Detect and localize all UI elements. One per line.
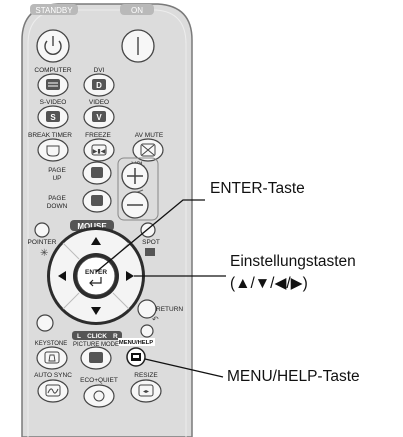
menu-help-strip: [118, 338, 155, 346]
eco-quiet-label: ECO+QUIET: [80, 377, 118, 384]
picture-mode-label: PICTURE MODE: [73, 342, 119, 348]
keystone-button[interactable]: [36, 346, 68, 370]
freeze-button[interactable]: ▶▮◀: [83, 138, 115, 162]
page-up-label-2: UP: [52, 175, 61, 182]
spot-icon: [145, 248, 155, 256]
return-label: RETURN: [156, 306, 183, 313]
freeze-icon: ▶▮◀: [93, 148, 106, 155]
right-click-button[interactable]: [140, 324, 154, 338]
menu-help-button[interactable]: [126, 347, 146, 367]
auto-sync-label: AUTO SYNC: [34, 372, 72, 379]
return-button[interactable]: [137, 299, 157, 319]
pointer-button[interactable]: [34, 222, 50, 238]
av-mute-icon: [141, 144, 155, 156]
left-click-button[interactable]: [36, 314, 54, 332]
enter-callout-line: [95, 199, 205, 273]
page-down-button[interactable]: [82, 189, 112, 213]
computer-icon: [46, 79, 60, 90]
on-button[interactable]: [121, 29, 155, 63]
auto-sync-icon: [47, 388, 59, 394]
click-r: R: [113, 333, 118, 340]
av-mute-button[interactable]: [132, 138, 164, 162]
computer-button[interactable]: [37, 73, 69, 97]
picture-mode-icon: [89, 352, 103, 363]
menu-help-label: MENU/HELP: [119, 340, 153, 346]
s-video-key: S: [50, 113, 56, 122]
enter-label: ENTER: [85, 269, 107, 276]
auto-sync-button[interactable]: [37, 379, 69, 403]
enter-button[interactable]: ENTER: [76, 256, 116, 296]
page-down-label-2: DOWN: [47, 203, 68, 210]
av-mute-label: AV MUTE: [135, 132, 164, 139]
standby-strip: [30, 4, 78, 15]
on-label: ON: [131, 6, 143, 15]
picture-mode-button[interactable]: [80, 346, 112, 370]
dvi-button[interactable]: D: [83, 73, 115, 97]
enter-callout-text: ENTER-Taste: [210, 180, 305, 197]
return-icon: ↶: [151, 315, 159, 324]
break-timer-button[interactable]: [37, 138, 69, 162]
click-strip: [72, 331, 122, 340]
video-label: VIDEO: [89, 99, 109, 106]
standby-label: STANDBY: [35, 6, 73, 15]
page-up-label-1: PAGE: [48, 167, 66, 174]
freeze-label: FREEZE: [85, 132, 111, 139]
click-l: L: [77, 333, 81, 340]
dpad-down-button[interactable]: [91, 307, 101, 315]
page-down-label-1: PAGE: [48, 195, 66, 202]
resize-icon: ◂▸: [143, 388, 149, 395]
menu-help-callout-line: [144, 358, 224, 378]
cup-icon: [46, 145, 60, 157]
pointer-icon: ✳: [40, 248, 48, 259]
resize-button[interactable]: ◂▸: [130, 379, 162, 403]
page-down-icon: [91, 195, 103, 206]
click-label: CLICK: [87, 333, 107, 340]
vol-up-button[interactable]: [121, 162, 149, 190]
on-strip: [120, 4, 154, 15]
video-key: V: [96, 113, 102, 122]
mouse-label: MOUSE: [77, 222, 107, 231]
computer-label: COMPUTER: [34, 67, 72, 74]
page-up-button[interactable]: [82, 161, 112, 185]
vol-down-button[interactable]: [121, 191, 149, 219]
settings-callout-line1: Einstellungstasten: [230, 253, 356, 270]
menu-help-callout-text: MENU/HELP-Taste: [227, 368, 360, 385]
video-button[interactable]: V: [83, 105, 115, 129]
s-video-button[interactable]: S: [37, 105, 69, 129]
dpad-left-button[interactable]: [58, 271, 66, 281]
power-icon: [44, 40, 62, 55]
eco-icon: [93, 390, 105, 402]
enter-icon: [89, 277, 102, 287]
pointer-label: POINTER: [28, 239, 57, 246]
keystone-label: KEYSTONE: [35, 341, 68, 347]
page-up-icon: [91, 167, 103, 178]
remote-inner-edge: [27, 9, 187, 437]
keystone-icon: [48, 354, 56, 362]
dvi-key: D: [96, 81, 102, 90]
s-video-label: S-VIDEO: [40, 99, 67, 106]
dpad-up-button[interactable]: [91, 237, 101, 245]
break-timer-label: BREAK TIMER: [28, 132, 72, 139]
settings-callout-line2: (▲/▼/◀/▶): [230, 275, 308, 292]
eco-quiet-button[interactable]: [83, 384, 115, 408]
spot-label: SPOT: [142, 239, 160, 246]
vol-frame: [117, 157, 159, 221]
dvi-label: DVI: [94, 67, 105, 74]
resize-label: RESIZE: [134, 372, 158, 379]
standby-button[interactable]: [36, 29, 70, 63]
dpad-right-button[interactable]: [126, 271, 134, 281]
plus-icon: [127, 168, 143, 184]
